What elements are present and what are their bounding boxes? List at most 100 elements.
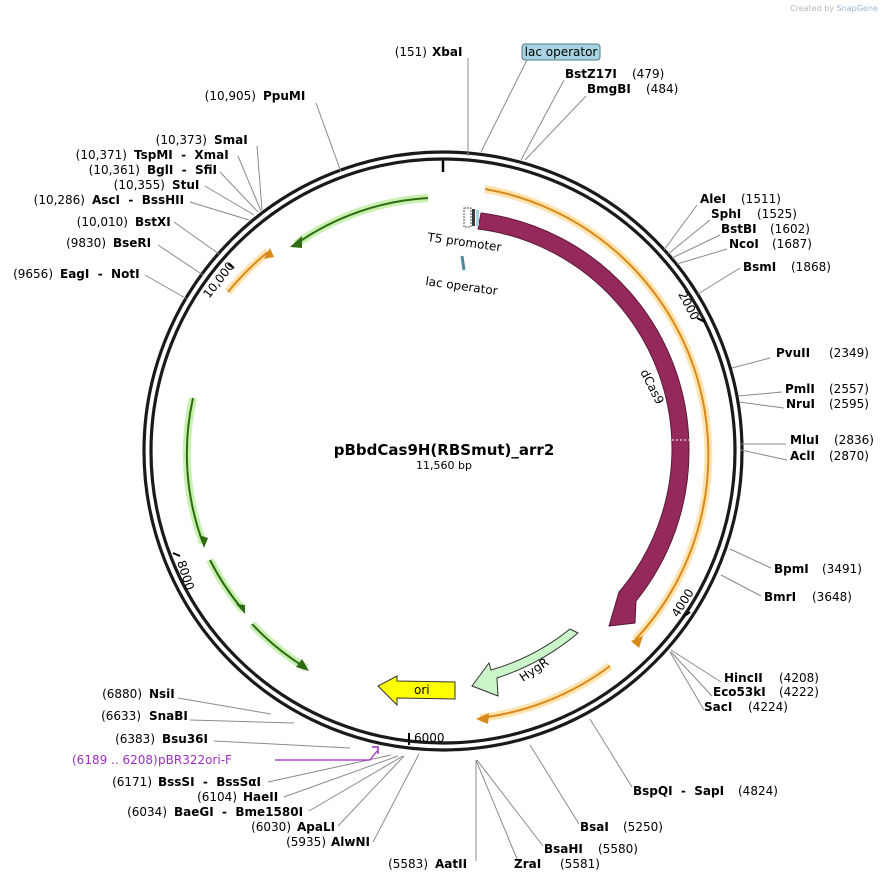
- t5-promoter-label: T5 promoter: [426, 230, 503, 254]
- site-baegi-name: BaeGI - Bme1580I: [174, 805, 303, 819]
- site-labels: (151) XbaI BstZ17I (479) BmgBI (484) Ale…: [13, 45, 874, 871]
- leader-eagi: [144, 274, 188, 300]
- leader-eco53ki: [670, 651, 713, 697]
- orange-features: [224, 185, 713, 724]
- lac-operator-box: [521, 43, 601, 61]
- leader-pmli: [737, 391, 783, 397]
- leader-bstxi: [173, 221, 220, 255]
- site-bsmi-name: BsmI: [743, 260, 776, 274]
- site-hincii-pos: (4208): [779, 671, 819, 685]
- feature-dcas9: dCas9: [477, 212, 690, 627]
- site-baegi-pos: (6034): [127, 805, 167, 819]
- site-bmri-pos: (3648): [812, 590, 852, 604]
- watermark: Created by SnapGene: [790, 4, 878, 13]
- leader-nrui: [738, 401, 785, 409]
- leader-haeii: [283, 755, 399, 798]
- site-eagi-pos: (9656): [13, 267, 53, 281]
- leader-bspqi: [589, 718, 633, 788]
- feature-ori: ori: [377, 675, 456, 707]
- site-pvuii-pos: (2349): [829, 346, 869, 360]
- lac-operator-callout: lac operator: [480, 43, 601, 153]
- site-alwni-name: AlwNI: [331, 835, 370, 849]
- site-acli-pos: (2870): [829, 449, 869, 463]
- green-arrow-left-b: [236, 604, 245, 614]
- site-bspqi-name: BspQI - SapI: [633, 784, 724, 798]
- leader-bpmi: [729, 548, 772, 569]
- leader-bsmi: [697, 267, 741, 295]
- leader-alei: [663, 204, 698, 251]
- plasmid-name: pBbdCas9H(RBSmut)_arr2: [334, 441, 555, 459]
- site-sphi-name: SphI: [711, 207, 741, 221]
- site-haeii-name: HaeII: [243, 790, 278, 804]
- site-acli-name: AclI: [790, 449, 815, 463]
- leader-zrai: [475, 759, 518, 860]
- site-bstxi-name: BstXI: [135, 215, 171, 229]
- site-alei-pos: (1511): [741, 192, 781, 206]
- site-apali-pos: (6030): [251, 820, 291, 834]
- site-bpmi-pos: (3491): [822, 562, 862, 576]
- hygr-arrow: [471, 628, 579, 697]
- leader-sphi: [667, 219, 711, 255]
- site-eagi-name: EagI - NotI: [60, 267, 140, 281]
- tick-10000: [227, 263, 235, 269]
- leader-bmri: [720, 574, 762, 597]
- orange-arc-left-core: [227, 251, 269, 293]
- leader-baegi: [308, 755, 404, 812]
- site-bseri-name: BseRI: [113, 236, 151, 250]
- lac-operator-inner-mark: [460, 255, 466, 271]
- leader-bgli: [219, 171, 259, 213]
- site-aatii-pos: (5583): [388, 857, 428, 871]
- green-arc-bottom: [249, 621, 309, 672]
- leader-smai: [256, 145, 263, 211]
- site-bstz17i-pos: (479): [632, 67, 664, 81]
- site-bspqi-pos: (4824): [738, 784, 778, 798]
- site-apali-name: ApaLI: [297, 820, 335, 834]
- site-tspmi-name: TspMI - XmaI: [134, 148, 229, 162]
- site-pmli-name: PmlI: [785, 382, 815, 396]
- t5-promoter-glyph: [463, 207, 472, 228]
- site-saci-name: SacI: [704, 700, 732, 714]
- site-hincii-name: HincII: [724, 671, 763, 685]
- site-eco53ki-pos: (4222): [779, 685, 819, 699]
- leader-snabi: [189, 719, 295, 724]
- site-bmri-name: BmrI: [764, 590, 796, 604]
- site-alwni-pos: (5935): [286, 835, 326, 849]
- site-bsu36i-pos: (6383): [115, 732, 155, 746]
- leader-asci: [189, 201, 250, 221]
- feature-hygr: HygR: [471, 628, 579, 697]
- leader-saci: [669, 651, 705, 711]
- primer-pbr322ori-f: (6189 .. 6208) pBR322ori-F: [72, 746, 379, 767]
- site-bsmi-pos: (1868): [791, 260, 831, 274]
- promoter-glyphs: [460, 207, 479, 271]
- site-eco53ki-name: Eco53kI: [713, 685, 766, 699]
- site-zrai-name: ZraI: [514, 857, 541, 871]
- site-stui-name: StuI: [172, 178, 199, 192]
- leader-stui: [204, 185, 255, 216]
- green-arrow-top: [290, 236, 302, 248]
- primer-leader: [275, 750, 378, 761]
- leader-hincii: [670, 649, 722, 683]
- site-mlui-name: MluI: [790, 433, 819, 447]
- site-nrui-name: NruI: [786, 397, 815, 411]
- site-stui-pos: (10,355): [114, 178, 165, 192]
- site-bsssi-name: BssSI - BssSαI: [158, 775, 261, 789]
- ori-arrow: [377, 675, 456, 707]
- site-alei-name: AleI: [700, 192, 726, 206]
- green-arrow-bottom: [296, 659, 309, 671]
- backbone-inner: [149, 157, 737, 745]
- site-tspmi-pos: (10,371): [76, 148, 127, 162]
- site-aatii-name: AatII: [435, 857, 467, 871]
- green-features: [182, 194, 429, 672]
- site-asci-name: AscI - BssHII: [92, 193, 184, 207]
- leader-bsssi: [267, 754, 392, 783]
- leader-bseri: [157, 244, 204, 276]
- green-arc-top-core: [295, 197, 429, 245]
- tick-4000: [682, 611, 691, 618]
- site-smai-pos: (10,373): [156, 133, 207, 147]
- site-nrui-pos: (2595): [829, 397, 869, 411]
- site-bmgbi-name: BmgBI: [587, 82, 631, 96]
- leader-ppumi: [315, 102, 342, 173]
- leader-bsai: [529, 744, 580, 825]
- leader-pvuii: [731, 357, 771, 369]
